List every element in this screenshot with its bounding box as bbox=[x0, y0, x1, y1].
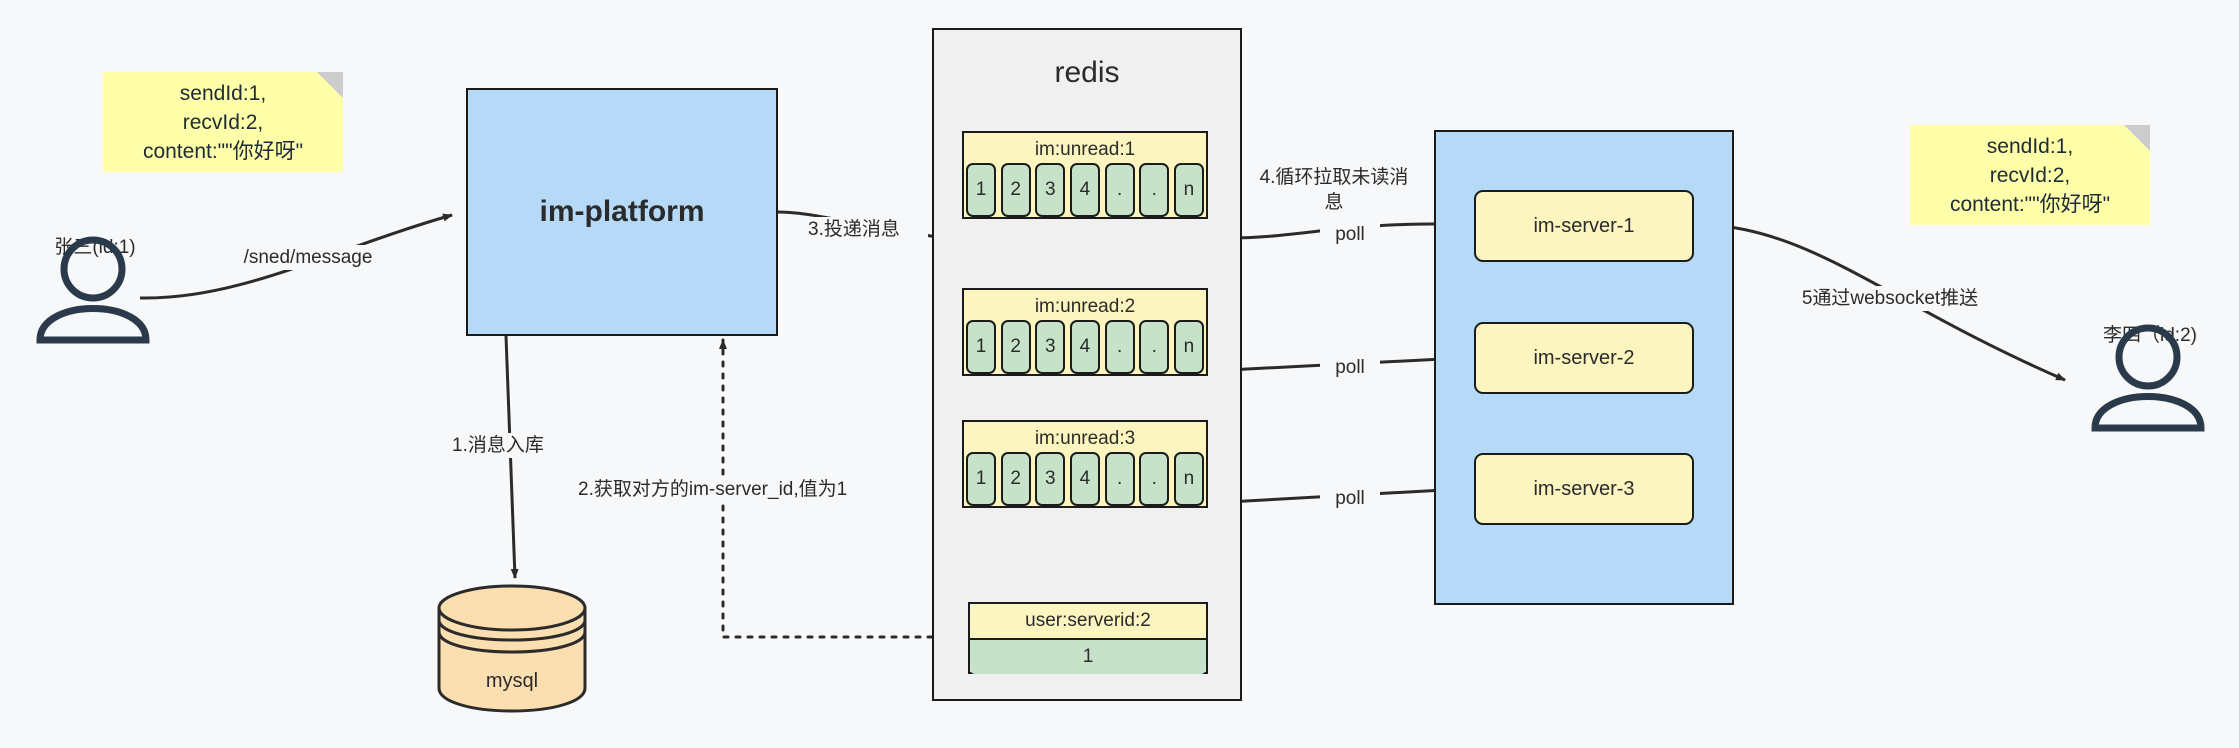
redis-key-im-unread-1[interactable]: im:unread:1 1 2 3 4 . . n bbox=[962, 131, 1208, 219]
list-cell: 4 bbox=[1069, 452, 1100, 506]
edge-label-poll-3: poll bbox=[1320, 486, 1380, 511]
edge-sender-to-platform bbox=[139, 213, 453, 300]
person-icon bbox=[36, 236, 150, 344]
person-icon bbox=[2091, 324, 2205, 432]
node-im-server-1[interactable]: im-server-1 bbox=[1474, 190, 1694, 262]
note-right-message-payload: sendId:1, recvId:2, content:""你好呀" bbox=[1910, 125, 2150, 225]
node-im-server-2-label: im-server-2 bbox=[1533, 346, 1635, 369]
node-im-platform-label: im-platform bbox=[539, 195, 705, 228]
list-cell: 1 bbox=[966, 163, 996, 217]
edge-redis-to-platform-dotted bbox=[719, 338, 970, 639]
list-cell: 2 bbox=[1000, 320, 1031, 374]
list-cell: 2 bbox=[1000, 163, 1031, 217]
redis-kv-key-label: user:serverid:2 bbox=[970, 604, 1206, 640]
actor-sender: 张三(id:1) bbox=[0, 232, 190, 372]
node-im-server-1-label: im-server-1 bbox=[1533, 214, 1635, 237]
note-right-line3: content:""你好呀" bbox=[1949, 192, 2111, 216]
list-cell: . bbox=[1104, 163, 1135, 217]
node-im-server-3-label: im-server-3 bbox=[1533, 477, 1635, 500]
redis-key-im-unread-2[interactable]: im:unread:2 1 2 3 4 . . n bbox=[962, 288, 1208, 376]
list-cell: 1 bbox=[966, 320, 996, 374]
note-left-line2: recvId:2, bbox=[182, 110, 264, 134]
group-redis-title: redis bbox=[1054, 56, 1120, 89]
edge-server1-to-receiver bbox=[1689, 222, 2066, 382]
note-left-line1: sendId:1, bbox=[179, 81, 267, 105]
redis-key-im-unread-3[interactable]: im:unread:3 1 2 3 4 . . n bbox=[962, 420, 1208, 508]
redis-key-label-3: im:unread:3 bbox=[1034, 428, 1136, 449]
list-cell: 4 bbox=[1069, 163, 1100, 217]
list-cell: . bbox=[1139, 452, 1170, 506]
edge-label-step3: 3.投递消息 bbox=[808, 217, 928, 242]
node-im-server-2[interactable]: im-server-2 bbox=[1474, 322, 1694, 394]
edge-label-step4: 4.循环拉取未读消 息 bbox=[1254, 165, 1414, 215]
list-cell: 3 bbox=[1035, 320, 1066, 374]
redis-kv-value: 1 bbox=[970, 640, 1206, 674]
note-fold-icon bbox=[2124, 125, 2150, 151]
list-cell: n bbox=[1173, 452, 1204, 506]
edge-label-step1: 1.消息入库 bbox=[452, 433, 612, 458]
list-cell: 2 bbox=[1000, 452, 1031, 506]
list-cell: n bbox=[1173, 163, 1204, 217]
note-left-line3: content:""你好呀" bbox=[142, 139, 304, 163]
list-cell: . bbox=[1104, 320, 1135, 374]
list-cell: . bbox=[1104, 452, 1135, 506]
edge-label-send-message: /sned/message bbox=[228, 245, 388, 270]
node-mysql-label: mysql bbox=[486, 670, 538, 692]
list-cell: 4 bbox=[1069, 320, 1100, 374]
list-cell: n bbox=[1173, 320, 1204, 374]
edge-label-poll-2: poll bbox=[1320, 355, 1380, 380]
list-cell: 1 bbox=[966, 452, 996, 506]
list-cell: . bbox=[1139, 163, 1170, 217]
actor-receiver: 李四（id:2) bbox=[2055, 320, 2239, 460]
edge-label-poll-1: poll bbox=[1320, 222, 1380, 247]
redis-key-label-2: im:unread:2 bbox=[1034, 296, 1136, 317]
note-right-line1: sendId:1, bbox=[1986, 134, 2074, 158]
note-fold-icon bbox=[317, 72, 343, 98]
database-cylinder-icon: mysql bbox=[437, 584, 587, 713]
redis-key-label-1: im:unread:1 bbox=[1034, 139, 1136, 160]
node-im-platform[interactable]: im-platform bbox=[466, 88, 778, 336]
list-cell: 3 bbox=[1035, 163, 1066, 217]
list-cell: 3 bbox=[1035, 452, 1066, 506]
list-cell: . bbox=[1139, 320, 1170, 374]
edge-label-step2: 2.获取对方的im-server_id,值为1 bbox=[578, 477, 868, 502]
node-im-server-3[interactable]: im-server-3 bbox=[1474, 453, 1694, 525]
redis-key-user-serverid[interactable]: user:serverid:2 1 bbox=[968, 602, 1208, 674]
note-left-message-payload: sendId:1, recvId:2, content:""你好呀" bbox=[103, 72, 343, 172]
note-right-line2: recvId:2, bbox=[1989, 163, 2071, 187]
node-mysql[interactable]: mysql bbox=[433, 575, 603, 715]
edge-label-step5: 5通过websocket推送 bbox=[1785, 286, 1995, 311]
